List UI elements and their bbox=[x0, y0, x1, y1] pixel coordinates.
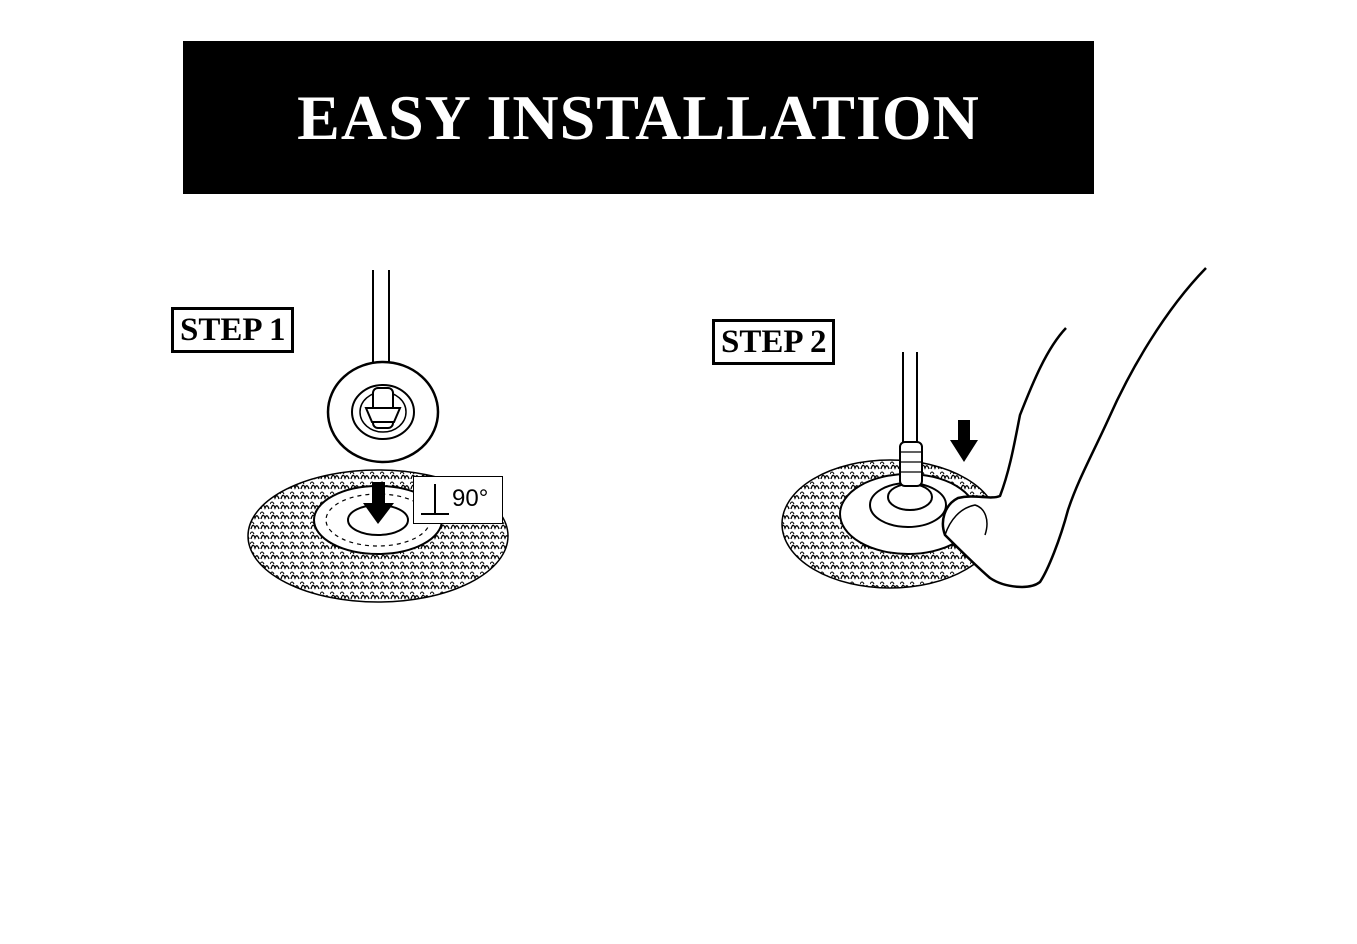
step-1-label: STEP 1 bbox=[171, 307, 295, 353]
step-2-label: STEP 2 bbox=[712, 319, 836, 365]
step-2-mop-pole-icon bbox=[899, 352, 923, 487]
angle-indicator: 90° bbox=[413, 476, 503, 524]
perpendicular-icon bbox=[421, 484, 449, 515]
step-1-down-arrow-icon bbox=[363, 482, 394, 524]
title-banner: EASY INSTALLATION bbox=[183, 41, 1094, 194]
angle-label: 90° bbox=[452, 485, 489, 512]
page-title: EASY INSTALLATION bbox=[297, 81, 980, 153]
step-2-down-arrow-icon bbox=[950, 420, 978, 462]
step-1-mop-base-plate bbox=[326, 360, 440, 464]
step-2-foot-icon bbox=[941, 267, 1207, 589]
